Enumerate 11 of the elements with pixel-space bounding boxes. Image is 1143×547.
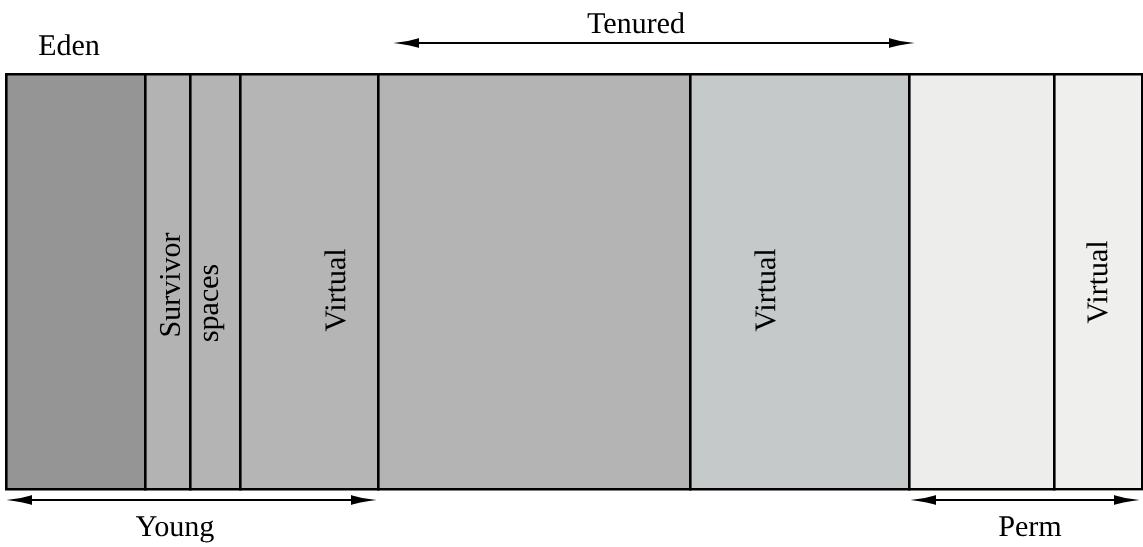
segment-heading: Eden bbox=[39, 34, 100, 56]
region-label: Perm bbox=[999, 516, 1062, 537]
memory-segment: Virtual bbox=[239, 73, 380, 491]
memory-segment: Virtual bbox=[689, 73, 911, 491]
region-label: Young bbox=[136, 516, 214, 543]
region-label: Tenured bbox=[587, 12, 685, 34]
memory-segment: Virtual bbox=[1053, 73, 1143, 491]
memory-segment bbox=[908, 73, 1056, 491]
memory-segment: spaces bbox=[189, 73, 242, 491]
memory-segment bbox=[377, 73, 692, 491]
memory-segment: Survivor bbox=[144, 73, 192, 491]
